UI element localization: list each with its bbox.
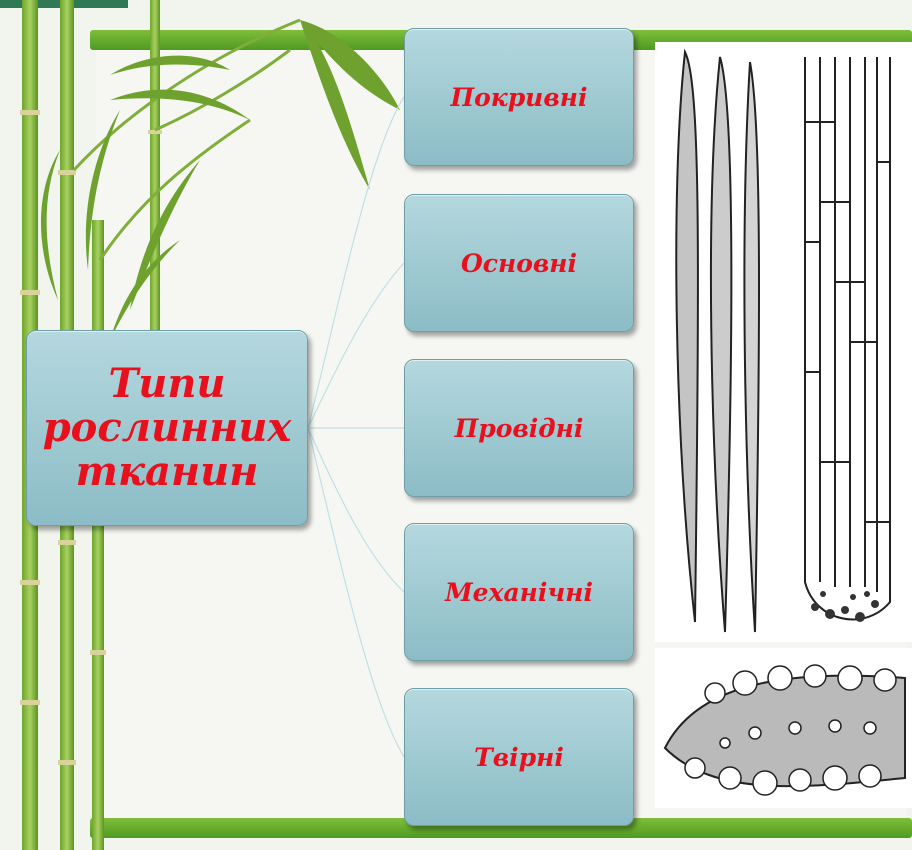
category-label: Основні: [461, 249, 577, 278]
central-node: Типи рослинних тканин: [26, 330, 308, 526]
category-label: Твірні: [474, 743, 564, 772]
category-node-ground: Основні: [404, 194, 634, 332]
connector-line: [308, 428, 404, 592]
center-title-line2: рослинних: [43, 406, 292, 450]
category-label: Механічні: [445, 578, 593, 607]
tissue-cross-section-illustration: [655, 648, 912, 808]
fiber-cells-illustration: [655, 42, 912, 642]
category-node-dermal: Покривні: [404, 28, 634, 166]
center-title-line1: Типи: [43, 362, 292, 406]
connector-line: [308, 263, 404, 428]
connector-line: [308, 428, 404, 757]
category-node-vascular: Провідні: [404, 359, 634, 497]
category-node-mechanical: Механічні: [404, 523, 634, 661]
category-label: Провідні: [455, 414, 584, 443]
center-title-line3: тканин: [43, 450, 292, 494]
connector-line: [308, 97, 404, 428]
category-node-meristem: Твірні: [404, 688, 634, 826]
category-label: Покривні: [450, 83, 587, 112]
